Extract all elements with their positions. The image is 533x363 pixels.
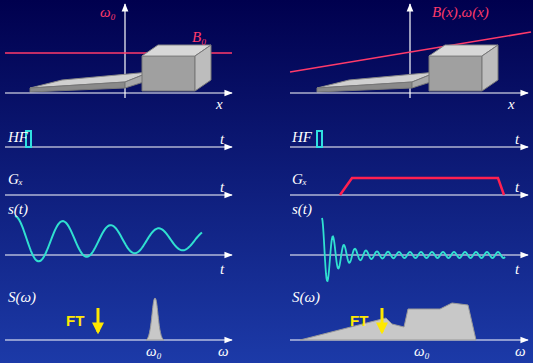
panel-gradient bbox=[290, 4, 531, 340]
axis-label: ω bbox=[218, 344, 229, 359]
rf-pulse bbox=[317, 131, 322, 147]
x-axis bbox=[290, 92, 528, 93]
signal-name: HF bbox=[292, 130, 312, 145]
signal-name: Gₓ bbox=[292, 172, 307, 187]
axis-label: ω₀ bbox=[146, 344, 162, 359]
time-axis bbox=[5, 194, 232, 195]
spectrum-profile bbox=[300, 303, 476, 340]
axis-label: t bbox=[220, 262, 224, 277]
field-label: B(x),ω(x) bbox=[432, 5, 489, 20]
signal-name: S(ω) bbox=[292, 290, 320, 305]
axis-label: t bbox=[515, 180, 519, 195]
axis-label: x bbox=[508, 97, 515, 112]
signal-name: Gₓ bbox=[8, 172, 23, 187]
axis-label: ω₀ bbox=[100, 5, 116, 20]
spectrum-peak bbox=[146, 298, 164, 340]
field-label: B₀ bbox=[192, 30, 206, 45]
time-axis bbox=[5, 146, 232, 147]
signal-name: s(t) bbox=[8, 202, 28, 217]
x-axis bbox=[5, 92, 232, 93]
time-axis bbox=[290, 254, 528, 255]
time-axis bbox=[290, 146, 528, 147]
axis-label: x bbox=[216, 97, 223, 112]
gradient-pulse bbox=[340, 178, 504, 195]
time-axis bbox=[5, 254, 232, 255]
object bbox=[317, 45, 498, 92]
axis-label: t bbox=[220, 180, 224, 195]
axis-label: ω bbox=[515, 344, 526, 359]
time-axis bbox=[5, 339, 232, 340]
axis-label: t bbox=[515, 132, 519, 147]
ft-arrow bbox=[381, 308, 384, 332]
transform-label: FT bbox=[66, 313, 84, 328]
signal-name: s(t) bbox=[292, 202, 312, 217]
panel-homogeneous bbox=[5, 4, 232, 340]
signal-name: S(ω) bbox=[8, 290, 36, 305]
fid-signal bbox=[15, 216, 202, 261]
object bbox=[30, 45, 211, 92]
axis-label: t bbox=[220, 132, 224, 147]
axis-label: t bbox=[515, 262, 519, 277]
transform-label: FT bbox=[350, 313, 368, 328]
ft-arrow bbox=[97, 308, 100, 332]
time-axis bbox=[290, 194, 528, 195]
axis-label: ω₀ bbox=[414, 344, 430, 359]
fid-signal bbox=[322, 218, 505, 281]
signal-name: HF bbox=[8, 130, 28, 145]
